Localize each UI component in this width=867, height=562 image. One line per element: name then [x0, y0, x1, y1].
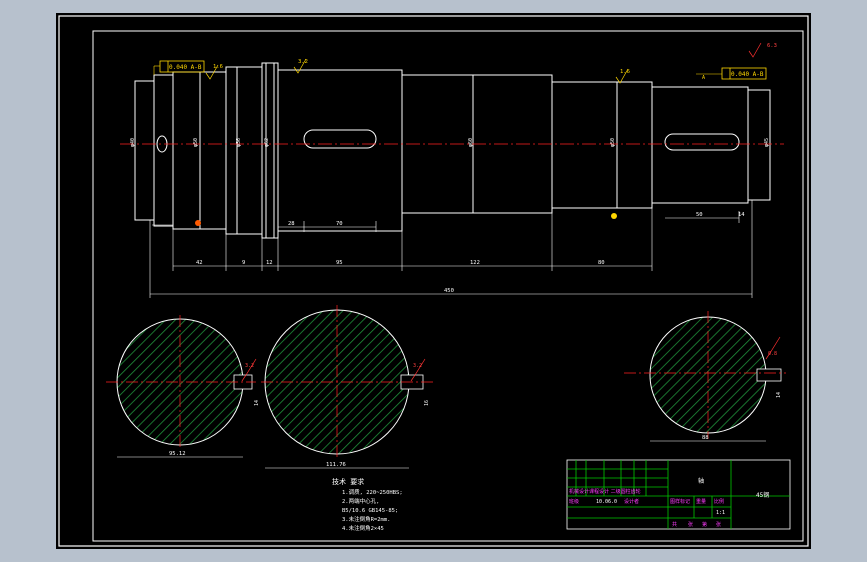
section-2-width: 111.76: [326, 462, 346, 468]
title-row2-c: 设计者: [624, 498, 639, 505]
section-view-1: [106, 315, 257, 458]
tolerance-frame-right: 0.040 A-B A: [696, 67, 767, 81]
section-1-width: 95.12: [169, 451, 186, 457]
svg-text:φ45: φ45: [764, 138, 770, 147]
dim-80: 80: [598, 260, 605, 266]
tech-req-line-5: 4.未注倒角2×45: [342, 524, 384, 532]
dim-122: 122: [470, 260, 480, 266]
tech-req-line-4: 3.未注倒角R=2mm.: [342, 515, 391, 523]
svg-text:φ40: φ40: [130, 138, 136, 147]
title-cell-mark: 图样标记: [670, 498, 690, 505]
dim-9: 9: [242, 260, 245, 266]
dim-keyway-70: 70: [336, 221, 343, 227]
roughness-4: 6.3: [767, 43, 777, 49]
shaft-drawing: φ40 φ50 φ56 φ62 φ60 φ50 φ45 0.040 A-B 0.…: [58, 15, 809, 547]
inner-frame: [92, 30, 804, 542]
dim-95: 95: [336, 260, 343, 266]
datum-markers: [195, 213, 617, 226]
datum-letter: A: [702, 75, 705, 81]
title-row2-b: 10.06.0: [596, 499, 617, 505]
section-2-roughness: 3.2: [413, 363, 422, 369]
title-footer-1: 共: [672, 521, 677, 528]
svg-text:φ50: φ50: [610, 138, 616, 147]
title-school-line: 机械设计课程设计 二级圆柱齿轮: [569, 488, 641, 495]
diameter-marks: φ40 φ50 φ56 φ62 φ60 φ50 φ45: [130, 138, 770, 147]
cad-viewport[interactable]: φ40 φ50 φ56 φ62 φ60 φ50 φ45 0.040 A-B 0.…: [56, 13, 811, 549]
tolerance-frame-left: 0.040 A-B: [153, 60, 205, 75]
section-1-roughness: 3.2: [245, 363, 254, 369]
dim-keyway-50: 50: [696, 212, 703, 218]
tech-req-line-2: 2.两端中心孔,: [342, 497, 379, 505]
tech-req-line-3: B5/10.6 GB145-85;: [342, 508, 398, 514]
title-footer-3: 第: [702, 521, 707, 528]
section-1-keyway: 14: [254, 400, 260, 406]
section-view-2: [261, 305, 434, 469]
tolerance-right-text: 0.040 A-B: [731, 71, 764, 78]
roughness-2: 3.2: [298, 59, 308, 65]
tech-req-line-1: 1.调质, 220~250HBS;: [342, 488, 403, 496]
dim-42: 42: [196, 260, 203, 266]
section-3-roughness: 0.8: [768, 351, 777, 357]
technical-requirements: 技术 要求 1.调质, 220~250HBS; 2.两端中心孔, B5/10.6…: [332, 477, 403, 532]
outer-frame: [58, 15, 809, 547]
dim-total: 450: [444, 288, 454, 294]
shaft-main-view: [134, 62, 771, 239]
section-3-width: 88: [702, 435, 709, 441]
svg-text:φ56: φ56: [236, 138, 242, 147]
dim-keyway-28: 28: [288, 221, 295, 227]
tech-req-title: 技术 要求: [332, 477, 364, 486]
svg-text:φ62: φ62: [264, 138, 270, 147]
dimension-lines: [149, 200, 753, 298]
title-material: 45钢: [756, 491, 769, 499]
roughness-3: 1.6: [620, 69, 630, 75]
title-row2-a: 班级: [569, 498, 579, 505]
roughness-1: 1.6: [213, 64, 223, 70]
section-3-keyway: 14: [776, 392, 782, 398]
roughness-marks: [205, 42, 762, 84]
title-part-name: 轴: [698, 477, 704, 485]
title-cell-weight: 重量: [696, 498, 706, 505]
title-footer-2: 张: [688, 521, 693, 528]
svg-text:φ60: φ60: [468, 138, 474, 147]
tolerance-left-text: 0.040 A-B: [169, 64, 202, 71]
dim-12: 12: [266, 260, 273, 266]
title-block: [566, 459, 791, 530]
svg-text:φ50: φ50: [193, 138, 199, 147]
dim-keyway-14: 14: [738, 212, 745, 218]
title-cell-scale: 比例: [714, 498, 724, 505]
title-scale: 1:1: [716, 510, 725, 516]
section-2-keyway: 16: [424, 400, 430, 406]
section-view-3: [624, 311, 786, 442]
title-footer-4: 张: [716, 521, 721, 528]
